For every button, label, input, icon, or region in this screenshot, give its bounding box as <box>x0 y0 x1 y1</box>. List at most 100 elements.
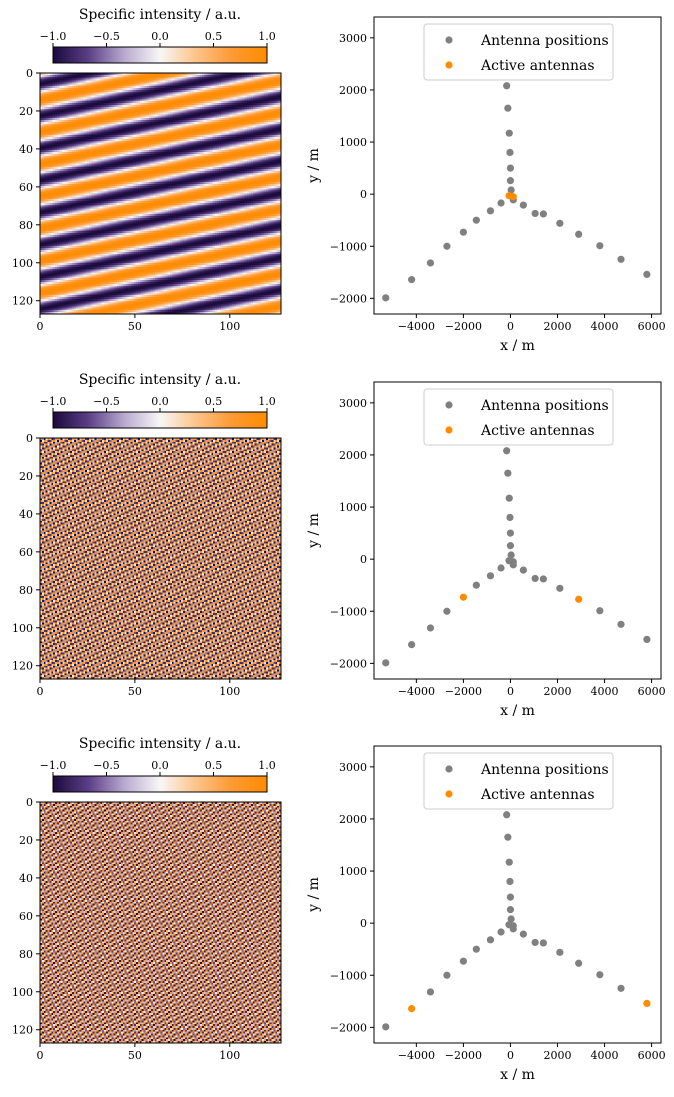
y-tick-label: −2000 <box>330 1021 367 1034</box>
antenna-point <box>506 906 515 914</box>
legend-label: Antenna positions <box>480 398 609 414</box>
antenna-point <box>472 216 480 224</box>
y-tick-label: 100 <box>12 622 33 635</box>
x-tick-label: 0 <box>507 320 514 333</box>
antenna-point <box>519 930 527 938</box>
x-tick-label: −2000 <box>445 320 482 333</box>
antenna-point <box>503 811 511 819</box>
antenna-point <box>506 529 515 537</box>
x-tick-label: 6000 <box>638 685 666 698</box>
x-tick-label: 6000 <box>638 1049 666 1062</box>
legend-label: Antenna positions <box>480 33 609 49</box>
x-tick-label: 2000 <box>543 1049 571 1062</box>
antenna-point <box>617 255 625 263</box>
x-tick-label: 100 <box>219 685 240 698</box>
antenna-point <box>506 877 514 886</box>
y-tick-label: 0 <box>26 67 33 80</box>
antenna-point <box>519 201 527 209</box>
antenna-point <box>506 542 515 550</box>
y-tick-label: 60 <box>19 910 33 923</box>
y-tick-label: −1000 <box>330 605 367 618</box>
y-tick-label: 0 <box>26 796 33 809</box>
antenna-point <box>504 104 512 112</box>
heatmap-image <box>40 438 281 679</box>
antenna-point <box>507 915 515 923</box>
y-tick-label: 0 <box>360 553 367 566</box>
y-axis-label: y / m <box>306 148 322 184</box>
colorbar-tick-label: −0.5 <box>93 30 120 43</box>
colorbar <box>52 411 268 429</box>
antenna-point <box>497 564 505 572</box>
legend-marker <box>445 401 453 409</box>
antenna-point <box>426 259 435 267</box>
antenna-point <box>426 624 435 632</box>
antenna-point <box>507 551 515 559</box>
x-tick-label: −2000 <box>445 1049 482 1062</box>
x-tick-label: 0 <box>37 685 44 698</box>
y-tick-label: 100 <box>12 986 33 999</box>
y-tick-label: 20 <box>19 834 33 847</box>
antenna-point <box>531 209 539 218</box>
x-tick-label: 4000 <box>591 320 619 333</box>
antenna-point <box>486 572 495 580</box>
y-tick-label: 1000 <box>339 501 367 514</box>
x-tick-label: 100 <box>219 320 240 333</box>
antenna-point <box>504 469 512 477</box>
active-antenna-point <box>643 999 651 1008</box>
y-tick-label: 120 <box>12 1024 33 1037</box>
y-tick-label: 1000 <box>339 136 367 149</box>
active-antenna-point <box>509 193 517 201</box>
x-tick-label: 50 <box>128 1049 142 1062</box>
heatmap-frame <box>39 801 282 1044</box>
antenna-point <box>506 513 514 522</box>
y-axis-label: y / m <box>306 877 322 913</box>
y-tick-label: 0 <box>360 917 367 930</box>
heatmap-image <box>40 802 281 1043</box>
x-tick-label: 2000 <box>543 320 571 333</box>
colorbar-tick-label: −0.5 <box>93 395 120 408</box>
active-antenna-point <box>459 593 467 601</box>
heatmap-frame <box>39 437 282 680</box>
x-tick-label: 4000 <box>591 685 619 698</box>
x-tick-label: 50 <box>128 320 142 333</box>
antenna-point <box>596 242 604 250</box>
colorbar-tick-label: 1.0 <box>258 759 276 772</box>
antenna-point <box>443 971 451 979</box>
legend-box <box>423 388 614 446</box>
active-antenna-point <box>575 595 583 603</box>
antenna-point <box>503 82 511 90</box>
antenna-point <box>497 199 505 207</box>
y-tick-label: 3000 <box>339 32 367 45</box>
antenna-point <box>486 207 495 215</box>
antenna-point <box>382 294 390 302</box>
x-tick-label: −4000 <box>398 685 435 698</box>
y-tick-label: 1000 <box>339 865 367 878</box>
antenna-point <box>506 148 514 157</box>
x-axis-label: x / m <box>500 703 535 719</box>
colorbar-tick-label: 0.5 <box>205 759 223 772</box>
y-tick-label: 40 <box>19 143 33 156</box>
y-tick-label: 20 <box>19 470 33 483</box>
y-tick-label: −1000 <box>330 240 367 253</box>
y-tick-label: 3000 <box>339 761 367 774</box>
antenna-point <box>556 948 564 956</box>
colorbar-label: Specific intensity / a.u. <box>79 7 241 23</box>
x-tick-label: 4000 <box>591 1049 619 1062</box>
antenna-point <box>596 971 604 979</box>
legend-marker <box>445 765 453 773</box>
y-tick-label: 80 <box>19 584 33 597</box>
heatmap-frame <box>39 72 282 315</box>
antenna-point <box>539 939 547 947</box>
colorbar-tick-label: 1.0 <box>258 30 276 43</box>
colorbar-tick-label: −1.0 <box>40 395 67 408</box>
y-axis-label: y / m <box>306 513 322 549</box>
antenna-point <box>507 186 515 194</box>
x-tick-label: −4000 <box>398 320 435 333</box>
y-tick-label: −2000 <box>330 657 367 670</box>
active-antenna-point <box>408 1005 416 1013</box>
